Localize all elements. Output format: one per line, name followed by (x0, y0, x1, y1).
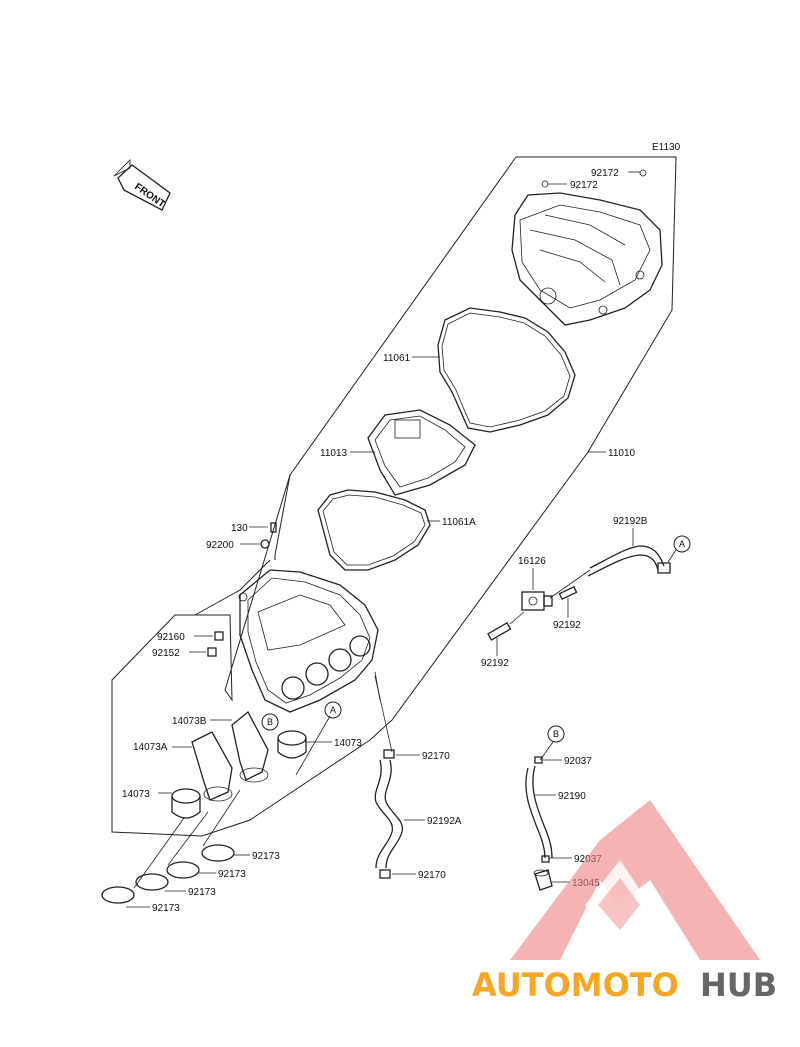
ref-bubble-b-lower: B (547, 725, 565, 743)
callout-14073B: 14073B (172, 716, 207, 727)
callout-92170-lower: 92170 (418, 870, 446, 881)
callout-92173-b: 92173 (218, 869, 246, 880)
nut-92160 (214, 631, 224, 641)
callout-14073-left: 14073 (122, 789, 150, 800)
callout-11061: 11061 (383, 353, 411, 364)
callout-16126: 16126 (518, 556, 546, 567)
hose-92192A (374, 759, 404, 869)
callout-92173-c: 92173 (188, 887, 216, 898)
air-filter-element-11013 (367, 409, 476, 496)
clamp-92173-d (101, 886, 135, 904)
callout-14073-right: 14073 (334, 738, 362, 749)
plug-13045 (533, 869, 553, 891)
svg-text:A: A (330, 705, 336, 715)
funnel-14073-left (171, 788, 201, 819)
clamp-92173-a (201, 844, 235, 862)
callout-92160: 92160 (157, 632, 185, 643)
diagram-code: E1130 (652, 142, 681, 153)
hose-92192-long (487, 622, 512, 641)
callout-92170-upper: 92170 (422, 751, 450, 762)
clip-92170-upper (383, 749, 395, 759)
callout-92173-d: 92173 (152, 903, 180, 914)
callout-92192B: 92192B (613, 516, 648, 527)
valve-16126 (521, 591, 553, 611)
screw-92172-a (541, 180, 549, 188)
clip-92037-lower (541, 855, 550, 863)
callout-92192-long: 92192 (481, 658, 509, 669)
nut-92152 (207, 647, 217, 657)
callout-92173-a: 92173 (252, 851, 280, 862)
duct-14073B (231, 710, 269, 783)
svg-text:A: A (679, 539, 685, 549)
front-arrow-icon: FRONT (113, 159, 171, 211)
washer-92200 (260, 539, 270, 549)
upper-housing (511, 192, 663, 326)
front-label: FRONT (132, 181, 167, 210)
callout-92037-upper: 92037 (564, 756, 592, 767)
callout-92192A: 92192A (427, 816, 462, 827)
callout-92190: 92190 (558, 791, 586, 802)
clamp-92173-b (166, 861, 200, 879)
callout-92152: 92152 (152, 648, 180, 659)
duct-14073A (191, 731, 233, 802)
bolt-130 (270, 522, 277, 533)
clip-92037-upper (534, 756, 543, 764)
funnel-14073-right (277, 730, 307, 759)
callout-11061A: 11061A (442, 517, 476, 528)
hose-92190 (525, 765, 553, 859)
callout-14073A: 14073A (133, 742, 168, 753)
clip-92170-lower (379, 869, 391, 879)
hose-92192B (587, 545, 671, 577)
callout-11010: 11010 (608, 448, 636, 459)
clamp-92173-c (135, 873, 169, 891)
callout-92192-short: 92192 (553, 620, 581, 631)
callout-92172-b: 92172 (570, 180, 598, 191)
screw-92172-b (639, 169, 647, 177)
gasket-11061 (437, 307, 576, 433)
svg-text:B: B (553, 729, 559, 739)
watermark-logo (510, 800, 760, 960)
callout-11013: 11013 (320, 448, 348, 459)
ref-bubble-a-lower: A (324, 701, 342, 719)
callout-92200: 92200 (206, 540, 234, 551)
hose-92192-short (558, 586, 578, 600)
ref-bubble-b-upper: B (261, 713, 279, 731)
svg-text:B: B (267, 717, 273, 727)
watermark-text-automoto: AUTOMOTO (472, 966, 679, 1004)
lower-housing (238, 569, 379, 713)
ref-bubble-a-right: A (673, 535, 691, 553)
assembly-frame (111, 156, 677, 837)
watermark-text-hub: HUB (700, 966, 777, 1004)
gasket-11061A (317, 489, 431, 571)
callout-130: 130 (231, 523, 248, 534)
callout-92172-a: 92172 (591, 168, 619, 179)
